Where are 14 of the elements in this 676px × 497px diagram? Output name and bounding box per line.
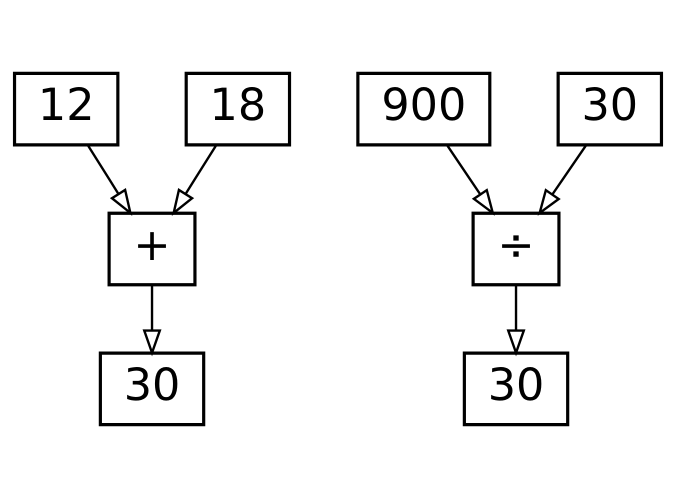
arrow [86,144,132,216]
node-box: 18 [184,71,292,146]
node-box: 12 [12,71,120,146]
arrow [506,284,526,356]
arrow [172,144,218,216]
node-box: + [108,211,197,286]
node-box: 900 [356,71,492,146]
arrow [538,144,588,216]
node-box: ÷ [472,211,561,286]
node-box: 30 [462,351,570,426]
arrow [142,284,162,356]
node-box: 30 [556,71,664,146]
arrow [446,144,495,216]
node-box: 30 [98,351,206,426]
